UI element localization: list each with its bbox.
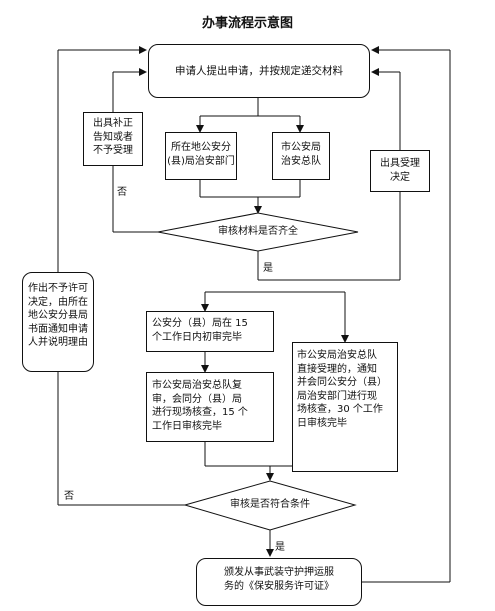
city-review-label: 市公安局治安总队复 审，会同分（县）局 进行现场核查，15 个 工作日审核完毕 [152, 380, 248, 432]
accept-label: 出具受理 决定 [380, 158, 420, 183]
issue-box [196, 558, 362, 606]
edge-no-2-label: 否 [64, 491, 74, 502]
first-review-box [146, 311, 274, 352]
supplement-box [83, 112, 143, 166]
deny-box [22, 272, 94, 372]
check-conditions-label: 审核是否符合条件 [230, 499, 310, 510]
decision-conditions-shape [183, 480, 357, 531]
page-title: 办事流程示意图 [201, 16, 293, 31]
county-box [165, 132, 237, 180]
apply-label: 申请人提出申请，并按规定递交材料 [175, 65, 343, 77]
county-label: 所在地公安分 (县)局治安部门 [167, 142, 235, 167]
city-box [272, 132, 330, 180]
check-materials-label: 审核材料是否齐全 [218, 226, 298, 237]
city-label: 市公安局 治安总队 [281, 142, 321, 167]
deny-label: 作出不予许可 决定，由所在 地公安分县局 书面通知申请 人并说明理由 [28, 283, 88, 348]
issue-label: 颁发从事武装守护押运服 务的《保安服务许可证》 [224, 567, 334, 592]
edge-yes-2-label: 是 [275, 542, 285, 553]
edge-no-1-label: 否 [117, 187, 127, 198]
direct-accept-box [292, 342, 398, 472]
city-review-box [146, 372, 274, 442]
accept-box [370, 150, 430, 192]
apply-box [148, 44, 370, 98]
first-review-label: 公安分（县）局在 15 个工作日内初审完毕 [152, 318, 248, 343]
direct-accept-label: 市公安局治安总队 直接受理的，通知 并会同公安分（县） 局治安部门进行现 场核查… [297, 350, 387, 429]
decision-materials-shape [157, 212, 359, 252]
supplement-label: 出具补正 告知或者 不予受理 [93, 118, 133, 156]
edge-yes-1-label: 是 [263, 263, 273, 274]
